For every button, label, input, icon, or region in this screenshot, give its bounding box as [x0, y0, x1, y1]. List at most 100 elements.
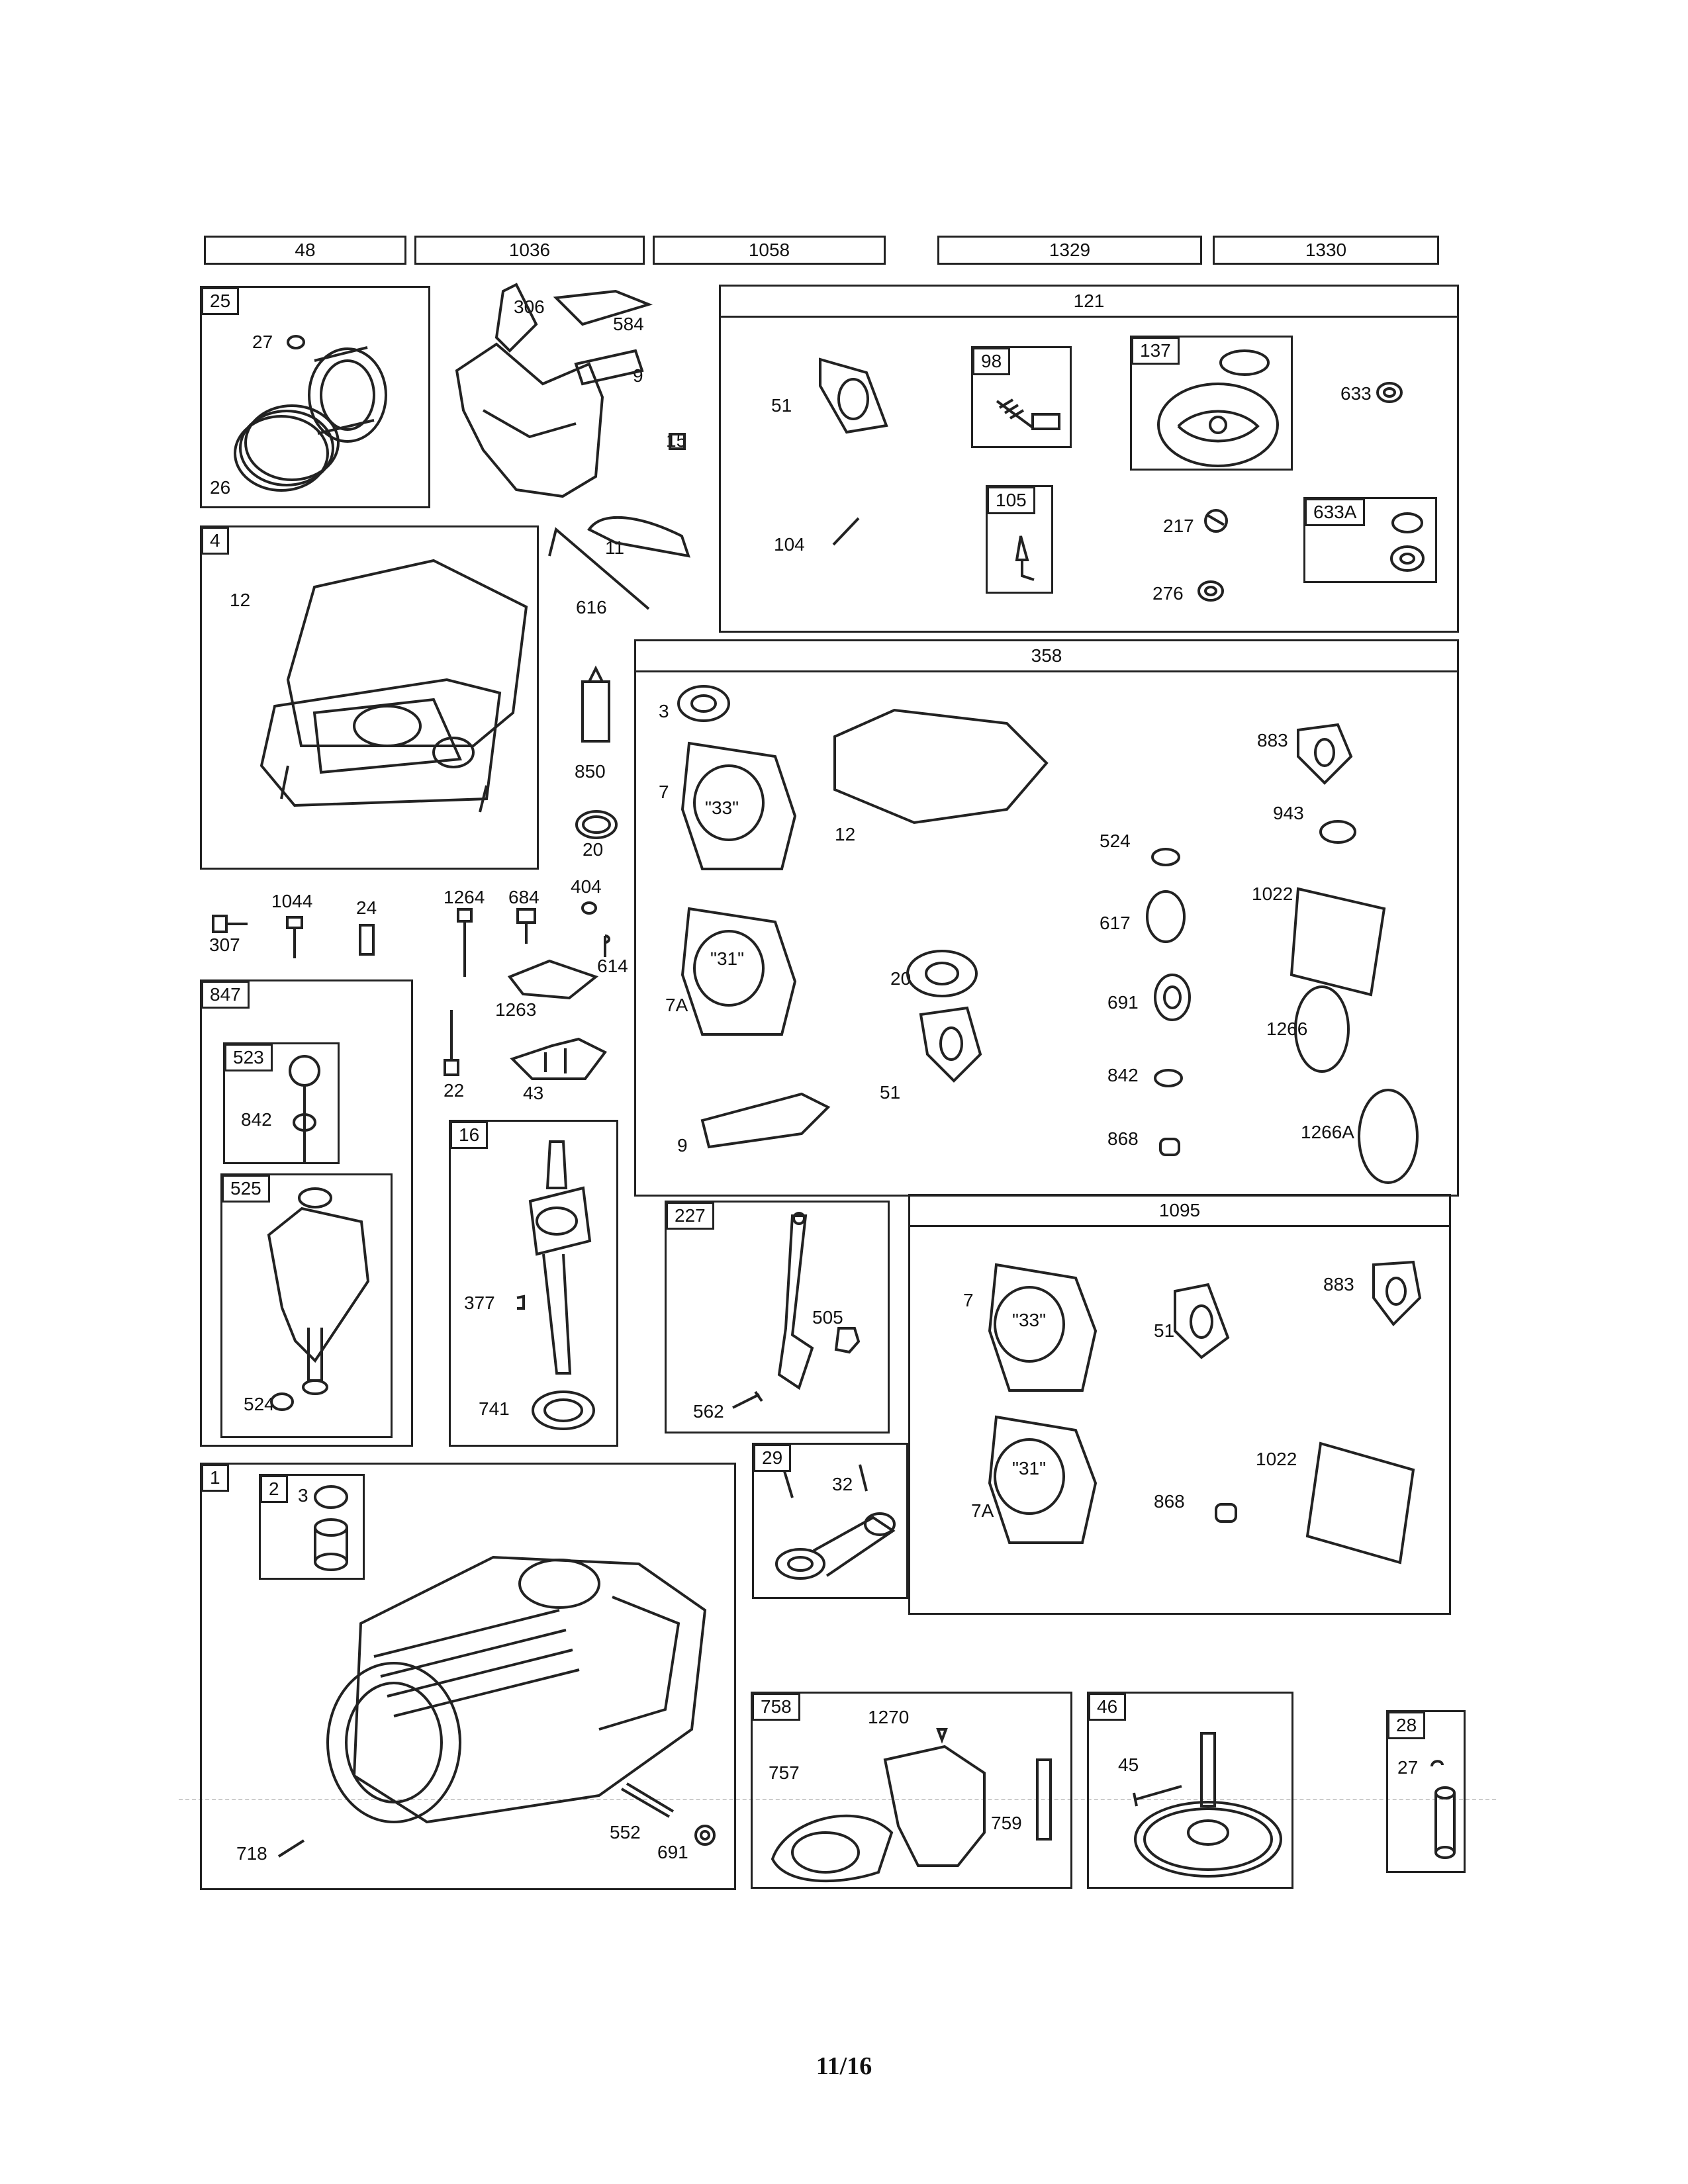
dowel-718-drawing — [277, 1839, 305, 1858]
bolt-307-drawing — [212, 915, 248, 933]
seals-633A-drawing — [1390, 512, 1425, 572]
diaphragm-kit-drawing — [1157, 349, 1279, 467]
part-label: 691 — [657, 1842, 688, 1862]
part-label: 45 — [1118, 1754, 1139, 1775]
part-label: 1266A — [1301, 1122, 1354, 1142]
part-label: 51 — [1154, 1320, 1175, 1341]
group-847: 847 523 842 525 524 — [200, 979, 413, 1447]
part-label: 276 — [1152, 583, 1184, 604]
part-label-1263: 1263 — [495, 999, 537, 1020]
part-label: 943 — [1273, 803, 1304, 823]
part-label: 12 — [230, 590, 251, 610]
part-label: 7A — [665, 995, 688, 1015]
cylinder-block-drawing — [326, 1555, 707, 1824]
clip-614-drawing — [604, 934, 610, 957]
part-label: 868 — [1107, 1128, 1139, 1149]
part-label: 633 — [1340, 383, 1372, 404]
governor-lever-drawing — [732, 1212, 861, 1409]
part-label: 883 — [1257, 730, 1288, 751]
group-tag: 137 — [1131, 337, 1180, 365]
header-ref-1330: 1330 — [1213, 236, 1439, 265]
part-label-1044: 1044 — [271, 891, 313, 911]
part-label: 27 — [252, 332, 273, 352]
pin-drawing — [832, 517, 860, 546]
part-label-614: 614 — [597, 956, 628, 976]
part-label: 524 — [1100, 831, 1131, 851]
header-ref-48: 48 — [204, 236, 406, 265]
spacer-24-drawing — [359, 924, 375, 956]
bolt-1264-drawing — [457, 908, 473, 977]
part-label: 505 — [812, 1307, 843, 1328]
governor-43-drawing — [510, 1037, 608, 1080]
part-label: 759 — [991, 1813, 1022, 1833]
connecting-rod-drawing — [775, 1464, 896, 1580]
part-label: 1270 — [868, 1707, 910, 1727]
part-label: 552 — [610, 1822, 641, 1843]
part-label: 1266 — [1266, 1019, 1308, 1039]
needle-valve-drawing — [996, 398, 1060, 430]
group-16: 16 377 741 — [449, 1120, 618, 1447]
part-label: 377 — [464, 1293, 495, 1313]
bolt-22-drawing — [444, 1010, 459, 1076]
ring-691-drawing — [694, 1825, 716, 1846]
float-needle-drawing — [1015, 535, 1035, 581]
group-title: 358 — [636, 641, 1457, 672]
part-label: 51 — [771, 395, 792, 416]
group-98: 98 — [971, 346, 1072, 448]
cam-gear-drawing — [1133, 1732, 1282, 1878]
part-label: 7A — [971, 1500, 994, 1521]
group-tag: 525 — [222, 1175, 270, 1203]
group-25: 25 27 26 — [200, 286, 430, 508]
group-523: 523 842 — [223, 1042, 340, 1164]
dipstick-tube-drawing — [267, 1187, 370, 1411]
part-label-24: 24 — [356, 897, 377, 918]
group-tag: 227 — [666, 1202, 714, 1230]
part-label: 883 — [1323, 1274, 1354, 1295]
group-633A: 633A — [1303, 497, 1437, 583]
part-label: 7 — [659, 782, 669, 802]
group-tag: 758 — [752, 1693, 800, 1721]
gasket-set-358-drawing — [677, 685, 1419, 1184]
part-label-22: 22 — [444, 1080, 465, 1101]
group-2: 2 3 — [259, 1474, 365, 1580]
group-tag: 105 — [987, 486, 1035, 514]
part-label-616: 616 — [576, 597, 607, 617]
part-label: 26 — [210, 477, 231, 498]
part-label: 104 — [774, 534, 805, 555]
piston-rings-drawing — [234, 335, 387, 492]
group-tag: 46 — [1088, 1693, 1127, 1721]
part-label: 691 — [1107, 992, 1139, 1013]
group-1095: 1095 7 "33" 51 883 "31" 7A 868 1022 — [908, 1194, 1451, 1615]
part-label: 617 — [1100, 913, 1131, 933]
group-tag: 16 — [450, 1121, 489, 1149]
header-ref-1329: 1329 — [937, 236, 1202, 265]
gasket-set-1095-drawing — [988, 1260, 1422, 1565]
group-tag: 2 — [260, 1475, 288, 1503]
part-label: 718 — [236, 1843, 267, 1864]
part-label: 1022 — [1252, 884, 1293, 904]
group-tag: 4 — [201, 527, 229, 555]
group-525: 525 524 — [220, 1173, 393, 1438]
group-title: 121 — [721, 287, 1457, 318]
part-label: 842 — [241, 1109, 272, 1130]
spring-217-drawing — [1204, 509, 1228, 533]
group-105: 105 — [986, 485, 1053, 594]
part-label-684: 684 — [508, 887, 539, 907]
group-tag: 523 — [224, 1044, 273, 1071]
header-ref-1036: 1036 — [414, 236, 645, 265]
part-label-850: 850 — [575, 761, 606, 782]
group-tag: 847 — [201, 981, 250, 1009]
part-label-404: 404 — [571, 876, 602, 897]
pin-552-drawing — [620, 1782, 675, 1818]
part-label-43: 43 — [523, 1083, 544, 1103]
part-label: 524 — [244, 1394, 275, 1414]
fold-line — [179, 1799, 1496, 1800]
group-tag: 28 — [1387, 1711, 1426, 1739]
part-label-1264: 1264 — [444, 887, 485, 907]
bolt-684-drawing — [516, 908, 536, 944]
oil-seal-drawing — [575, 810, 618, 839]
blower-housing-drawing — [455, 283, 690, 610]
part-label: 757 — [769, 1762, 800, 1783]
washer-276-drawing — [1197, 580, 1224, 602]
part-label: 562 — [693, 1401, 724, 1422]
